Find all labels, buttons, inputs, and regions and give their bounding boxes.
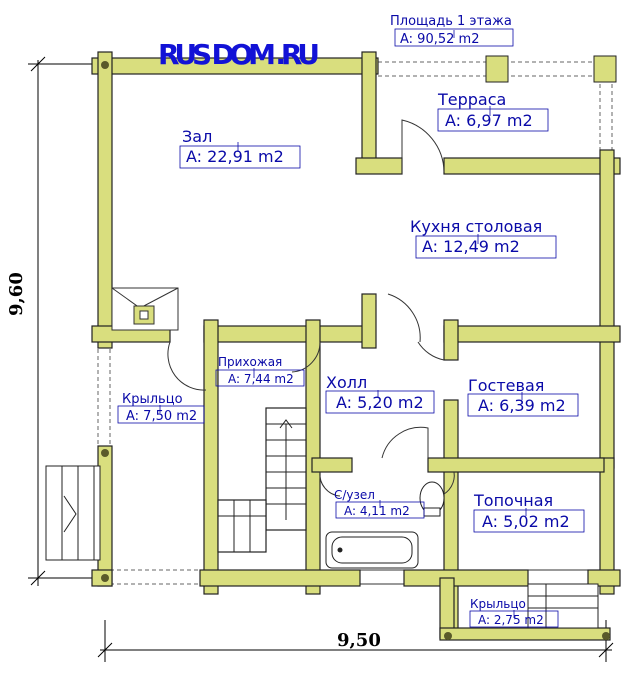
doors <box>167 119 455 497</box>
porch-steps-right <box>527 583 599 629</box>
svg-text:A: 90,52 m2: A: 90,52 m2 <box>400 32 479 47</box>
room-label-holl: Холл A: 5,20 m2 <box>325 373 435 414</box>
height-dimension: 9,60 <box>6 272 27 316</box>
svg-text:Холл: Холл <box>326 373 367 392</box>
svg-text:A: 5,20 m2: A: 5,20 m2 <box>336 393 424 412</box>
room-label-kuhnya: Кухня столовая A: 12,49 m2 <box>410 217 557 259</box>
svg-text:A: 4,11 m2: A: 4,11 m2 <box>344 504 410 518</box>
room-label-suzel: С/узел A: 4,11 m2 <box>334 488 425 519</box>
fireplace <box>111 287 179 331</box>
total-area-label: Площадь 1 этажа A: 90,52 m2 <box>390 14 514 47</box>
svg-text:A: 12,49 m2: A: 12,49 m2 <box>422 237 520 256</box>
svg-text:A: 2,75 m2: A: 2,75 m2 <box>478 613 544 627</box>
svg-text:Терраса: Терраса <box>437 90 506 109</box>
svg-text:A: 5,02 m2: A: 5,02 m2 <box>482 512 570 531</box>
stairs <box>217 407 307 553</box>
svg-text:A: 7,44 m2: A: 7,44 m2 <box>228 372 294 386</box>
terrace-posts <box>485 55 617 83</box>
svg-text:Крыльцо: Крыльцо <box>470 597 526 611</box>
dashed-outlines <box>97 61 613 585</box>
room-label-prihozhaya: Прихожая A: 7,44 m2 <box>215 355 305 387</box>
svg-text:Кухня столовая: Кухня столовая <box>410 217 542 236</box>
svg-text:Топочная: Топочная <box>473 491 553 510</box>
svg-text:Прихожая: Прихожая <box>218 355 282 369</box>
porch-steps-left <box>45 465 101 561</box>
svg-text:A: 7,50 m2: A: 7,50 m2 <box>126 409 197 424</box>
logo: RUS DOM .RU <box>158 38 320 71</box>
svg-text:A: 6,97 m2: A: 6,97 m2 <box>445 111 533 130</box>
svg-text:Крыльцо: Крыльцо <box>122 392 183 407</box>
room-label-gostevaya: Гостевая A: 6,39 m2 <box>467 376 579 417</box>
room-label-kryltso-right: Крыльцо A: 2,75 m2 <box>469 597 559 628</box>
walls <box>91 51 621 641</box>
svg-text:Гостевая: Гостевая <box>468 376 544 395</box>
label-markers <box>159 30 527 618</box>
svg-text:С/узел: С/узел <box>334 488 375 502</box>
room-label-kryltso-left: Крыльцо A: 7,50 m2 <box>117 392 205 424</box>
dimension-lines <box>28 56 614 662</box>
svg-text:Зал: Зал <box>182 127 212 146</box>
room-label-terrasa: Терраса A: 6,97 m2 <box>437 90 549 132</box>
bathroom-fixtures <box>325 481 445 569</box>
width-dimension: 9,50 <box>337 630 381 651</box>
svg-text:Площадь 1 этажа: Площадь 1 этажа <box>390 14 512 29</box>
room-label-topochnaya: Топочная A: 5,02 m2 <box>473 491 585 533</box>
svg-text:A: 6,39 m2: A: 6,39 m2 <box>478 396 566 415</box>
svg-text:A: 22,91 m2: A: 22,91 m2 <box>186 147 284 166</box>
room-label-zal: Зал A: 22,91 m2 <box>179 127 301 169</box>
